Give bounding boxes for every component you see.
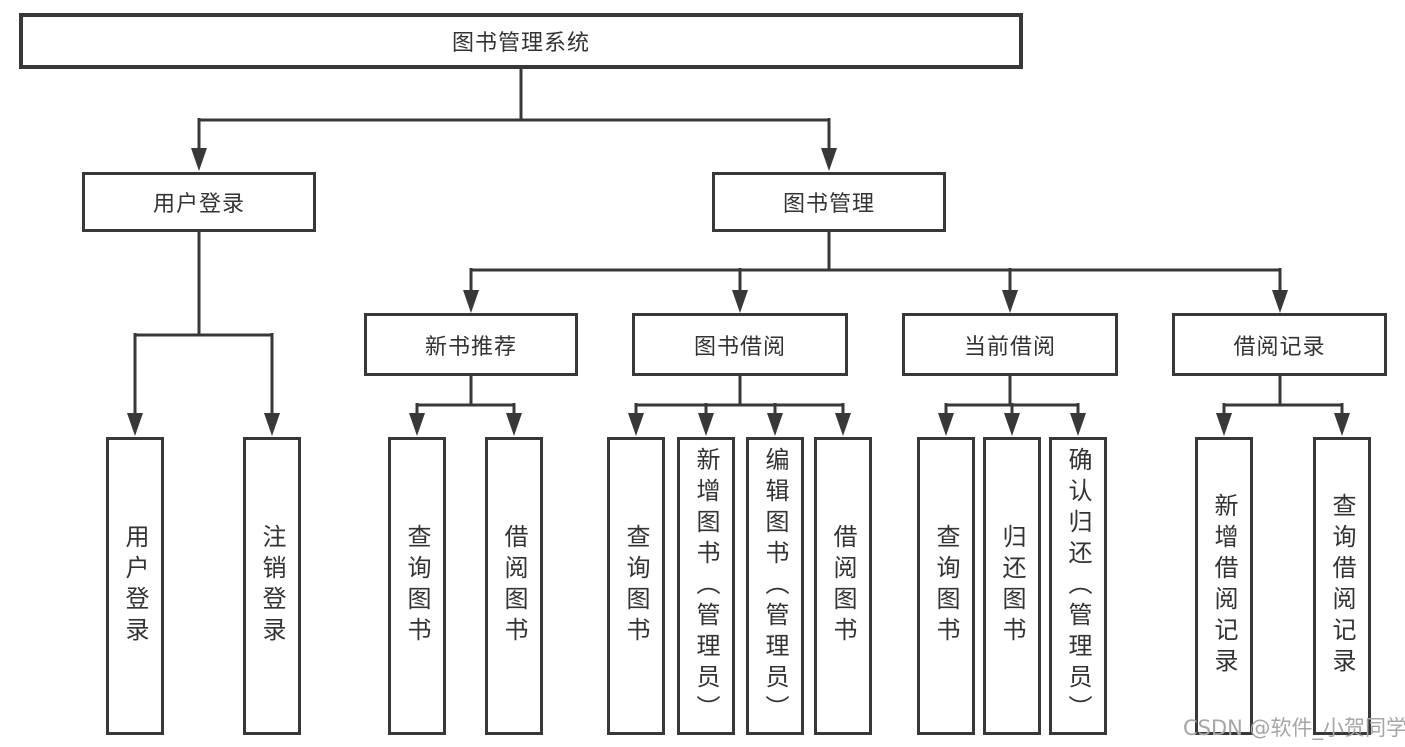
leaf-recommend-query-books: 查询图书 bbox=[388, 437, 446, 735]
connector-root-to-level1 bbox=[197, 69, 831, 150]
leaf-current-confirm-return-admin: 确认归还（管理员） bbox=[1049, 437, 1107, 735]
leaf-current-return-books-label: 归还图书 bbox=[998, 524, 1026, 648]
arrowhead-borrow-records bbox=[1272, 290, 1288, 313]
node-current-borrow: 当前借阅 bbox=[902, 313, 1118, 376]
leaf-recommend-borrow-books: 借阅图书 bbox=[485, 437, 543, 735]
arrowhead-recommend-borrow bbox=[506, 413, 522, 436]
arrowhead-book-mgmt bbox=[821, 148, 837, 171]
arrowhead-borrow-add bbox=[698, 413, 714, 436]
node-root: 图书管理系统 bbox=[19, 13, 1023, 69]
leaf-current-confirm-return-admin-label: 确认归还（管理员） bbox=[1064, 446, 1092, 726]
arrowhead-book-borrow bbox=[732, 290, 748, 313]
leaf-borrow-query-books-label: 查询图书 bbox=[622, 524, 650, 648]
arrowhead-borrow-edit bbox=[767, 413, 783, 436]
arrowhead-user-login bbox=[191, 148, 207, 171]
leaf-borrow-add-books-admin: 新增图书（管理员） bbox=[677, 437, 735, 735]
node-book-borrow-label: 图书借阅 bbox=[693, 334, 786, 360]
arrowhead-leaf-logout bbox=[264, 413, 280, 436]
leaf-borrow-query-books: 查询图书 bbox=[607, 437, 665, 735]
node-new-book-recommend: 新书推荐 bbox=[364, 313, 578, 376]
node-user-login-label: 用户登录 bbox=[152, 192, 245, 217]
leaf-current-query-books-label: 查询图书 bbox=[932, 524, 960, 648]
node-current-borrow-label: 当前借阅 bbox=[963, 334, 1056, 360]
connector-current-to-leaves bbox=[944, 376, 1080, 414]
leaf-borrow-edit-books-admin: 编辑图书（管理员） bbox=[746, 437, 804, 735]
leaf-borrow-edit-books-admin-label: 编辑图书（管理员） bbox=[761, 446, 789, 726]
leaf-borrow-add-books-admin-label: 新增图书（管理员） bbox=[692, 446, 720, 726]
leaf-logout-label: 注销登录 bbox=[258, 524, 286, 648]
node-book-borrow: 图书借阅 bbox=[632, 313, 848, 376]
arrowhead-new-book-recommend bbox=[463, 290, 479, 313]
arrowhead-records-query bbox=[1334, 413, 1350, 436]
connector-userlogin-to-leaves bbox=[133, 232, 274, 414]
leaf-records-add-record: 新增借阅记录 bbox=[1195, 437, 1253, 735]
arrowhead-current-return bbox=[1004, 413, 1020, 436]
csdn-watermark: CSDN @软件_小贺同学 bbox=[1183, 716, 1405, 740]
connector-bookmgmt-to-level2 bbox=[469, 232, 1282, 292]
leaf-records-query-record: 查询借阅记录 bbox=[1313, 437, 1371, 735]
node-borrow-records-label: 借阅记录 bbox=[1233, 334, 1326, 360]
leaf-current-return-books: 归还图书 bbox=[983, 437, 1041, 735]
arrowhead-current-borrow bbox=[1002, 290, 1018, 313]
arrowhead-current-query bbox=[938, 413, 954, 436]
connector-recommend-to-leaves bbox=[415, 376, 516, 414]
arrowhead-borrow-query bbox=[628, 413, 644, 436]
arrowhead-current-confirm bbox=[1070, 413, 1086, 436]
arrowhead-records-add bbox=[1216, 413, 1232, 436]
leaf-logout: 注销登录 bbox=[243, 437, 301, 735]
leaf-user-login-label: 用户登录 bbox=[121, 524, 149, 648]
leaf-borrow-borrow-books: 借阅图书 bbox=[814, 437, 872, 735]
connector-borrow-to-leaves bbox=[634, 376, 845, 414]
node-user-login: 用户登录 bbox=[82, 172, 316, 232]
leaf-recommend-borrow-books-label: 借阅图书 bbox=[500, 524, 528, 648]
leaf-current-query-books: 查询图书 bbox=[917, 437, 975, 735]
node-book-mgmt: 图书管理 bbox=[712, 172, 946, 232]
node-root-label: 图书管理系统 bbox=[451, 31, 590, 56]
node-borrow-records: 借阅记录 bbox=[1172, 313, 1387, 376]
arrowhead-borrow-borrow bbox=[835, 413, 851, 436]
leaf-records-add-record-label: 新增借阅记录 bbox=[1210, 493, 1238, 679]
leaf-recommend-query-books-label: 查询图书 bbox=[403, 524, 431, 648]
leaf-records-query-record-label: 查询借阅记录 bbox=[1328, 493, 1356, 679]
connector-records-to-leaves bbox=[1222, 376, 1344, 414]
arrowhead-recommend-query bbox=[409, 413, 425, 436]
leaf-user-login: 用户登录 bbox=[106, 437, 164, 735]
arrowhead-leaf-user-login bbox=[127, 413, 143, 436]
leaf-borrow-borrow-books-label: 借阅图书 bbox=[829, 524, 857, 648]
node-new-book-recommend-label: 新书推荐 bbox=[424, 334, 517, 360]
node-book-mgmt-label: 图书管理 bbox=[782, 192, 875, 217]
